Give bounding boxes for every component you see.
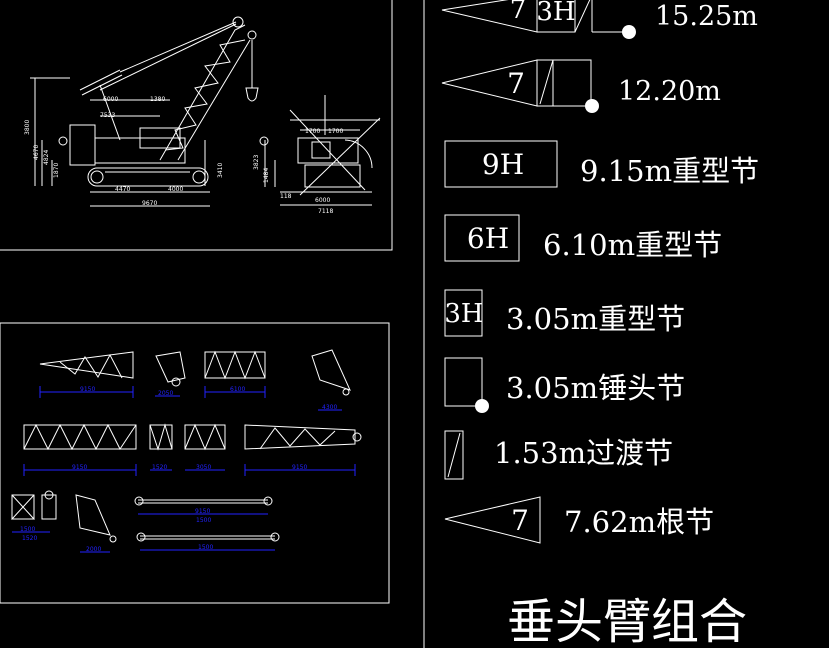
legend-box-transition	[444, 430, 464, 480]
legend-label-3: 6.10m重型节	[543, 228, 722, 262]
dim-part-4: 9150	[72, 464, 87, 471]
dim-part-3: 4300	[322, 404, 337, 411]
legend-code-3: 6H	[467, 222, 509, 255]
dim-side-0: 6000	[103, 96, 118, 103]
crane-rear-view	[259, 95, 381, 206]
dim-side-5: 4824	[43, 150, 50, 165]
frame-top-left	[0, 0, 393, 251]
dim-rear-3: 3410	[217, 163, 224, 178]
dim-part-8: 1500	[20, 526, 35, 533]
dim-side-8: 4000	[168, 186, 183, 193]
dim-side-3: 3800	[24, 120, 31, 135]
dim-side-7: 4470	[115, 186, 130, 193]
dim-part-11: 9150	[195, 508, 210, 515]
dim-rear-2: 3823	[253, 155, 260, 170]
dim-part-1: 2050	[158, 390, 173, 397]
dim-part-12: 1500	[196, 517, 211, 524]
legend-code-2: 9H	[482, 148, 524, 181]
dim-side-1: 1380	[150, 96, 165, 103]
dim-rear-4: 1484	[263, 168, 270, 183]
boom-parts	[10, 349, 362, 543]
legend-label-1: 12.20m	[618, 76, 721, 107]
dim-part-9: 1520	[22, 535, 37, 542]
dim-side-6: 1870	[53, 163, 60, 178]
frame-parts	[0, 322, 390, 604]
dim-side-4: 4670	[33, 145, 40, 160]
legend-box-6h	[444, 214, 520, 262]
dim-side-9: 9670	[142, 200, 157, 207]
dim-part-2: 6100	[230, 386, 245, 393]
legend-code-4: 3H	[444, 299, 483, 329]
legend-label-5: 3.05m锤头节	[506, 371, 685, 405]
dim-part-7: 9150	[292, 464, 307, 471]
dim-part-10: 2000	[86, 546, 101, 553]
dim-rear-5: 6000	[315, 197, 330, 204]
legend-label-7: 7.62m根节	[564, 505, 714, 539]
legend-label-6: 1.53m过渡节	[494, 436, 673, 470]
legend-label-0: 15.25m	[655, 1, 758, 32]
legend-extra-0: 3H	[536, 0, 575, 27]
dim-side-2: 7533	[100, 112, 115, 119]
dim-part-13: 1500	[198, 544, 213, 551]
dim-part-6: 3050	[196, 464, 211, 471]
legend-code-1: 7	[507, 67, 525, 100]
dim-rear-1: 1700	[328, 128, 343, 135]
legend-box-hammer	[444, 357, 483, 407]
dim-rear-7: 118	[280, 193, 292, 200]
dim-part-0: 9150	[80, 386, 95, 393]
legend-label-2: 9.15m重型节	[580, 154, 759, 188]
crane-side-view	[30, 16, 259, 207]
legend-box-3h	[444, 289, 483, 337]
legend-code-7: 7	[511, 504, 529, 537]
legend-box-9h	[444, 140, 558, 188]
dim-part-5: 1520	[152, 464, 167, 471]
drawing-title: 垂头臂组合	[507, 594, 747, 648]
legend-tri-root	[444, 496, 541, 544]
legend-code-0: 7	[510, 0, 527, 25]
dim-rear-6: 7118	[318, 208, 333, 215]
dim-rear-0: 1700	[305, 128, 320, 135]
legend	[441, 0, 629, 544]
legend-label-4: 3.05m重型节	[506, 302, 685, 336]
